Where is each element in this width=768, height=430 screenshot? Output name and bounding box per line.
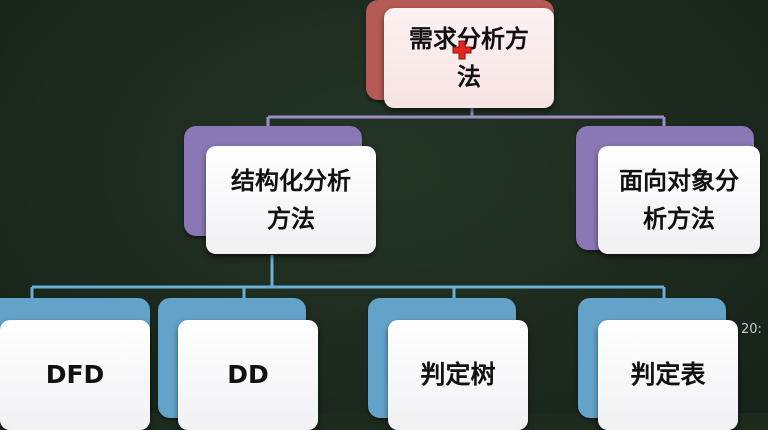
node-front-card: 结构化分析 方法 [206, 146, 376, 254]
node-label: DFD [45, 360, 105, 389]
node-label-line: 法 [457, 63, 481, 91]
red-cross-cursor-icon [452, 40, 472, 60]
node-label: 判定树 [420, 360, 496, 389]
node-decision-table: 判定表 [578, 298, 738, 430]
node-structured-analysis: 结构化分析 方法 [184, 126, 376, 254]
node-requirements-analysis: 需求分析方 法 [366, 0, 554, 110]
node-label-line: 析方法 [643, 205, 715, 233]
node-object-oriented-analysis: 面向对象分 析方法 [576, 126, 760, 254]
node-label: DD [227, 360, 269, 389]
node-label-line: 面向对象分 [619, 167, 739, 195]
node-front-card: 判定树 [388, 320, 528, 430]
leaf-connectors [30, 255, 666, 302]
node-dd: DD [158, 298, 318, 430]
node-label-line: 结构化分析 [231, 167, 351, 195]
node-front-card: DFD [0, 320, 150, 430]
node-front-card: 面向对象分 析方法 [598, 146, 760, 254]
video-timestamp: 20: [741, 322, 762, 337]
node-decision-tree: 判定树 [368, 298, 528, 430]
node-label: 判定表 [630, 360, 706, 389]
node-dfd: DFD [0, 298, 160, 430]
node-front-card: 判定表 [598, 320, 738, 430]
node-label-line: 方法 [267, 205, 315, 233]
node-front-card: DD [178, 320, 318, 430]
node-front-card: 需求分析方 法 [384, 8, 554, 108]
